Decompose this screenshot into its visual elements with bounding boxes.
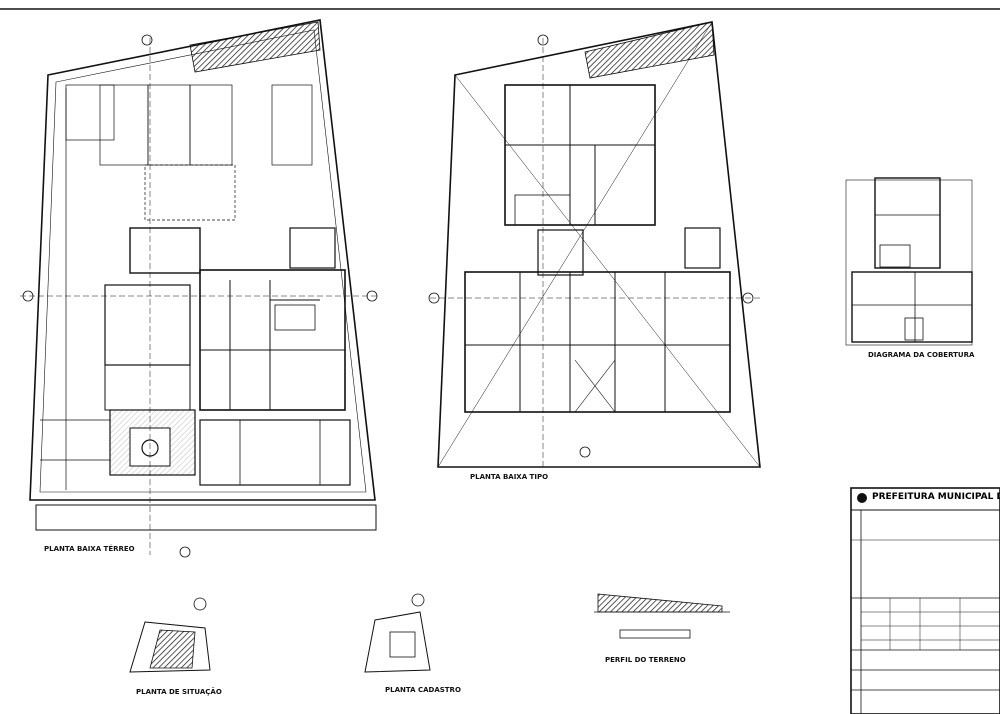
terrain-profile: [594, 593, 730, 639]
ground-floor-label: PLANTA BAIXA TÉRREO: [44, 545, 135, 553]
title-block-header: PREFEITURA MUNICIPAL DE IBIRITÉ: [872, 492, 1000, 502]
typical-floor-label: PLANTA BAIXA TIPO: [470, 473, 549, 481]
terrain-profile-label: PERFIL DO TERRENO: [605, 656, 686, 664]
location-plan-label: PLANTA DE SITUAÇÃO: [136, 688, 222, 696]
ground-floor-plan: [20, 19, 380, 558]
cadastral-plan-label: PLANTA CADASTRO: [385, 686, 461, 694]
location-plan: [129, 597, 211, 673]
roof-diagram-label: DIAGRAMA DA COBERTURA: [868, 351, 975, 359]
roof-diagram: [845, 177, 973, 346]
cadastral-plan: [364, 593, 431, 673]
typical-floor-plan: [428, 21, 761, 470]
title-block: [850, 487, 1000, 714]
